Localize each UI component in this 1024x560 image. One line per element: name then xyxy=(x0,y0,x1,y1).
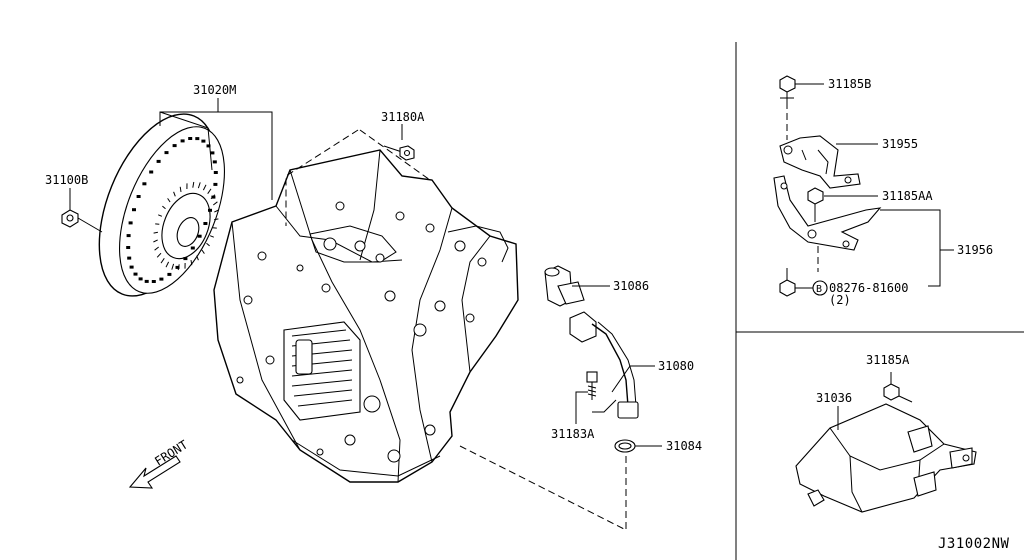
control-module-31036 xyxy=(795,403,977,513)
part-labels: 31020M 31100B 31180A 31086 31080 31183A … xyxy=(45,77,1010,552)
converter-slot xyxy=(208,208,212,212)
bolt-31185B xyxy=(779,75,796,102)
bracket-31956 xyxy=(773,175,882,251)
converter-tooth xyxy=(214,209,219,213)
bracket-31955 xyxy=(779,135,861,189)
converter-slot xyxy=(133,272,138,276)
fitting-31086 xyxy=(544,265,585,307)
pipe-31080 xyxy=(569,311,639,419)
label-31086: 31086 xyxy=(613,279,649,293)
converter-slot xyxy=(136,195,141,198)
converter-slot xyxy=(213,171,218,174)
label-31084: 31084 xyxy=(666,439,702,453)
converter-tooth xyxy=(156,252,162,258)
converter-slot xyxy=(149,170,154,174)
converter-slot xyxy=(172,144,177,148)
converter-tooth xyxy=(213,218,219,221)
converter-tooth xyxy=(212,201,218,206)
converter-slot xyxy=(213,182,218,186)
leader-lines xyxy=(69,83,954,447)
torque-converter-teeth xyxy=(153,181,219,271)
seal-31084 xyxy=(614,439,636,453)
converter-tooth xyxy=(162,205,166,210)
label-08276-81600: 08276-81600 xyxy=(829,281,908,295)
converter-slot xyxy=(188,137,193,140)
label-31036: 31036 xyxy=(816,391,852,405)
front-direction-indicator: FRONT xyxy=(128,438,190,489)
transaxle-assembly xyxy=(213,149,519,483)
bolt-31185AA xyxy=(807,187,824,222)
converter-slot xyxy=(132,208,136,212)
label-31956: 31956 xyxy=(957,243,993,257)
label-31185B: 31185B xyxy=(828,77,871,91)
converter-slot xyxy=(138,277,143,281)
converter-tooth xyxy=(197,182,201,189)
converter-slot xyxy=(128,221,133,225)
converter-slot xyxy=(167,272,172,276)
converter-slot xyxy=(159,277,164,281)
torque-converter xyxy=(98,111,226,297)
panel-dividers xyxy=(735,42,1024,560)
label-31183A: 31183A xyxy=(551,427,595,441)
converter-tooth xyxy=(206,242,210,247)
converter-slot xyxy=(151,280,156,283)
label-31955: 31955 xyxy=(882,137,918,151)
converter-tooth xyxy=(158,214,163,217)
label-31020M: 31020M xyxy=(193,83,236,97)
converter-slot xyxy=(190,246,195,250)
converter-slot xyxy=(126,234,131,238)
converter-tooth xyxy=(171,263,175,270)
converter-slot xyxy=(156,159,161,163)
converter-slot xyxy=(164,151,169,155)
bolt-31183A xyxy=(586,371,598,400)
label-31185A: 31185A xyxy=(866,353,910,367)
converter-slot xyxy=(211,195,216,199)
nut-31100B xyxy=(61,209,103,233)
bolt-31180A xyxy=(383,145,415,161)
converter-tooth xyxy=(192,181,195,188)
converter-slot xyxy=(210,151,215,155)
label-31185AA: 31185AA xyxy=(882,189,933,203)
converter-tooth xyxy=(179,186,182,192)
converter-slot xyxy=(126,246,131,249)
converter-slot xyxy=(197,234,202,238)
converter-slot xyxy=(206,144,211,148)
label-08276-qty: (2) xyxy=(829,293,851,307)
label-b-mark: B xyxy=(816,284,822,295)
converter-slot xyxy=(127,256,132,260)
converter-slot xyxy=(180,139,185,143)
converter-slot xyxy=(201,139,206,143)
converter-slot xyxy=(183,257,188,261)
converter-tooth xyxy=(209,235,214,238)
converter-tooth xyxy=(207,188,212,194)
label-31180A: 31180A xyxy=(381,110,425,124)
converter-tooth xyxy=(167,198,171,203)
converter-slot xyxy=(212,160,217,164)
label-31080: 31080 xyxy=(658,359,694,373)
converter-tooth xyxy=(202,184,207,191)
converter-slot xyxy=(144,279,149,283)
converter-tooth xyxy=(153,231,159,234)
converter-tooth xyxy=(153,239,158,243)
converter-slot xyxy=(142,182,147,186)
converter-tooth xyxy=(190,260,193,266)
converter-tooth xyxy=(154,246,160,251)
converter-slot xyxy=(175,265,180,269)
torque-converter-holes xyxy=(126,137,218,283)
converter-tooth xyxy=(165,261,170,268)
converter-slot xyxy=(195,137,200,141)
label-31100B: 31100B xyxy=(45,173,88,187)
bolt-08276-81600 xyxy=(779,268,828,297)
bolt-31185A xyxy=(883,383,913,403)
converter-tooth xyxy=(201,249,205,254)
dashed-reference-lines xyxy=(285,102,819,531)
converter-tooth xyxy=(160,258,165,264)
converter-slot xyxy=(203,222,208,225)
converter-tooth xyxy=(173,191,176,197)
diagram-id: J31002NW xyxy=(938,536,1010,552)
converter-slot xyxy=(129,265,134,269)
converter-tooth xyxy=(196,255,199,261)
